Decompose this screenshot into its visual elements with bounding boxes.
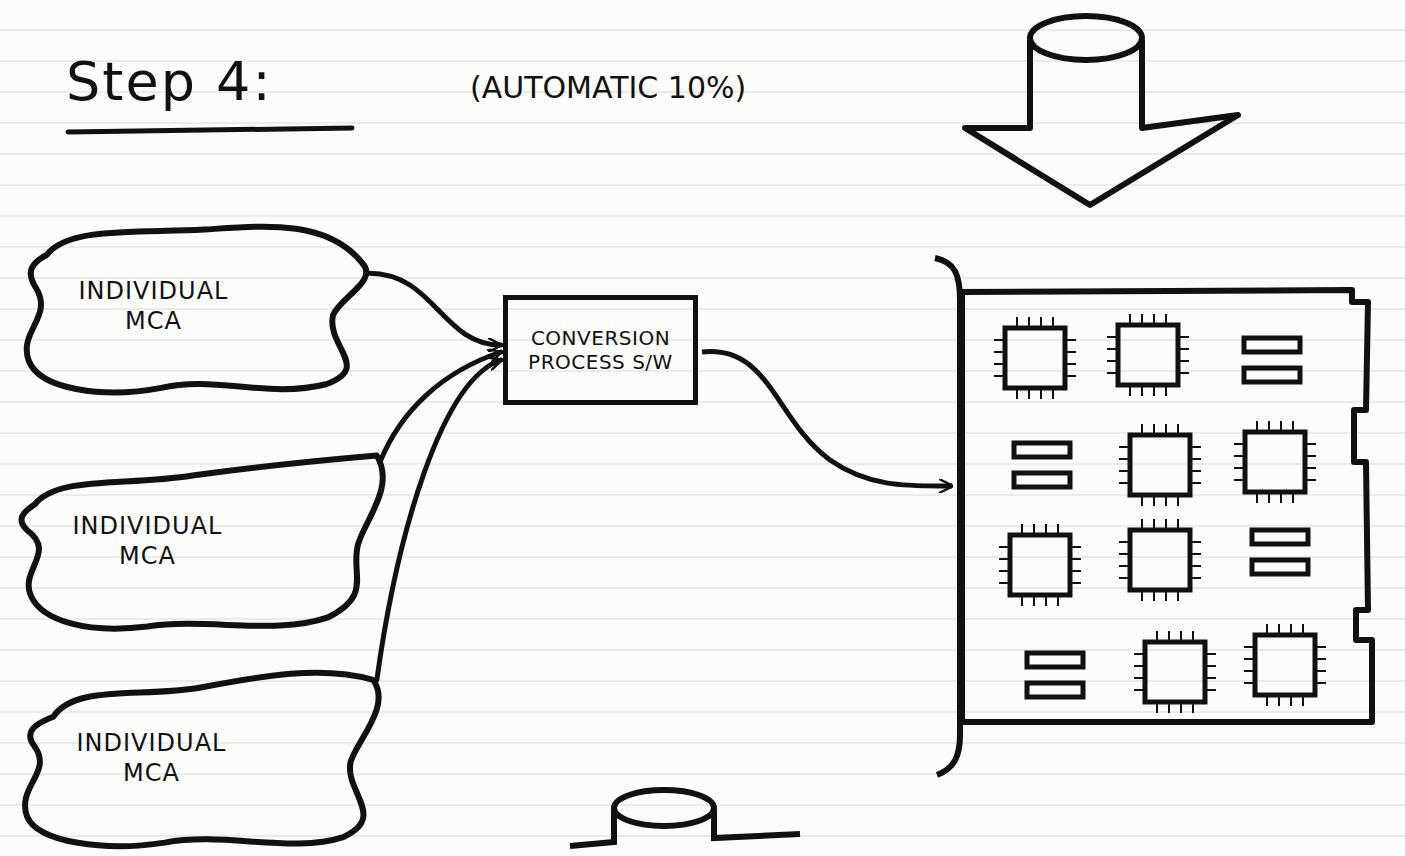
cloud-shape: INDIVIDUAL MCA [18, 215, 376, 397]
cloud-shape: INDIVIDUAL MCA [12, 450, 388, 632]
cloud-outline [12, 450, 388, 632]
cloud-shape: INDIVIDUAL MCA [16, 665, 388, 850]
cloud-outline [18, 215, 376, 397]
board-parts [994, 314, 1326, 713]
circuit-board [935, 258, 1372, 775]
node-text: INDIVIDUAL MCA [44, 728, 259, 788]
connector-arrow [377, 360, 501, 680]
output-arrow [702, 352, 952, 486]
connector-arrow [369, 273, 501, 345]
down-arrow [965, 16, 1238, 205]
process-box: CONVERSION PROCESS S/W [503, 295, 698, 405]
title-underline [68, 128, 352, 132]
node-text: CONVERSION PROCESS S/W [516, 326, 685, 374]
cloud-outline [16, 665, 388, 850]
node-text: INDIVIDUAL MCA [40, 511, 255, 571]
node-text: INDIVIDUAL MCA [46, 276, 261, 336]
step-title: Step 4: [66, 50, 273, 113]
note-label: (AUTOMATIC 10%) [470, 70, 746, 105]
down-arrow-partial [570, 790, 800, 846]
